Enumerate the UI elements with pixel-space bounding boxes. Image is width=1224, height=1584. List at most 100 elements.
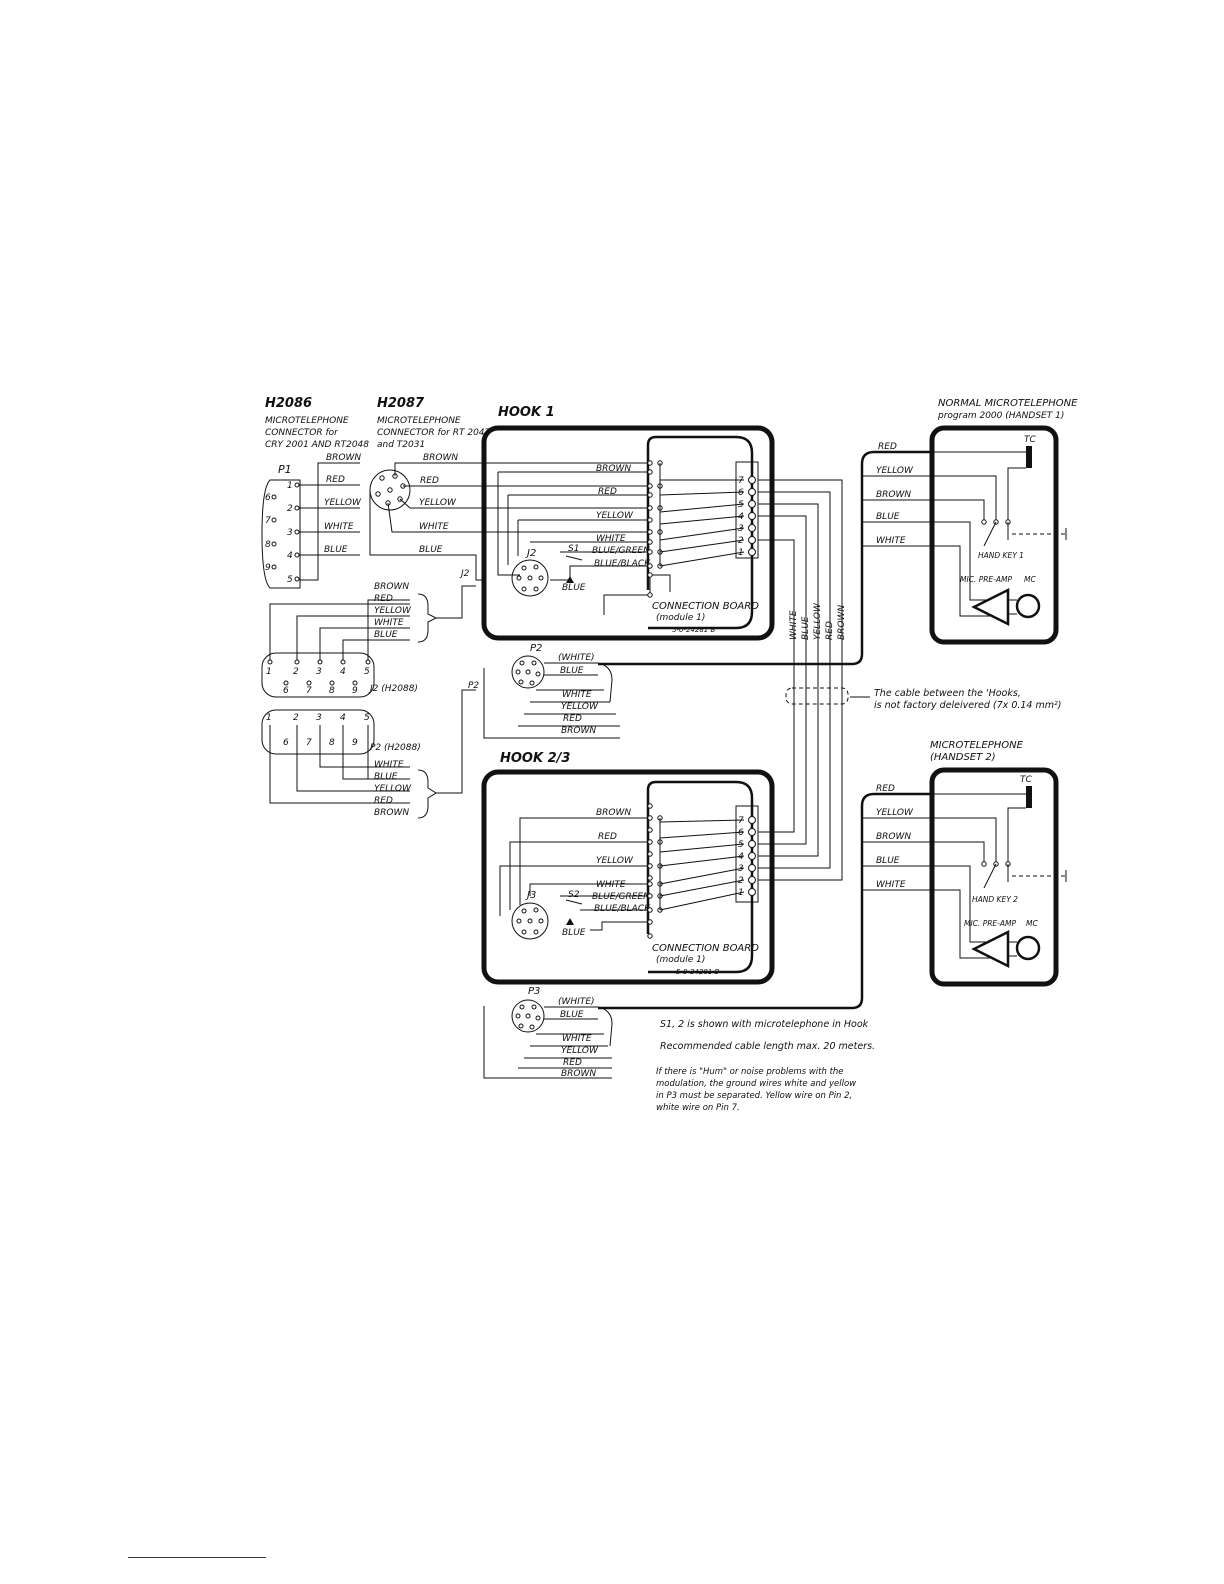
hook1-plug-pins [515, 660, 541, 686]
hook1-plug-wire-yellow: YELLOW [561, 702, 599, 712]
handset1-wire-brown: BROWN [876, 490, 911, 500]
hook23-wire-label-yellow: YELLOW [596, 856, 634, 866]
hook23-wire-label-red: RED [598, 832, 617, 842]
hook23-handset-cable [598, 792, 932, 1010]
h2087-wire-label-yellow: YELLOW [419, 498, 457, 508]
handset1-mic-links [1008, 599, 1017, 615]
cable-callout-marker [785, 687, 849, 705]
hook23-plug-wire-red: RED [563, 1058, 582, 1068]
j2-tag: J2 [459, 569, 470, 579]
hook23-plug-wire-brown: BROWN [561, 1069, 596, 1079]
p1-pin-2: 2 [287, 504, 293, 514]
hook23-enclosure [481, 769, 775, 985]
handset2-wire-blue: BLUE [876, 856, 900, 866]
hook1-jack-label: J2 [525, 548, 536, 559]
j2-wire-label-brown: BROWN [374, 582, 409, 592]
hook23-terminal-5: 5 [738, 840, 744, 850]
handset1-enclosure [929, 425, 1059, 645]
footnote-rule [128, 1557, 266, 1558]
hook23-wire-label-blue-black: BLUE/BLACK [594, 904, 651, 914]
handset1-mic-icon [1015, 593, 1041, 619]
hook1-enclosure [481, 425, 775, 641]
hook23-wire-label-white: WHITE [596, 880, 626, 890]
j2-wire-white [342, 639, 410, 660]
j2-pin-3: 3 [316, 667, 322, 677]
hook1-plug-body [511, 655, 545, 689]
handset2: MICROTELEPHONE (HANDSET 2) RED YELLOW BR… [876, 740, 1067, 987]
hook23-jack-pins [516, 907, 544, 935]
h2087-wire-label-white: WHITE [419, 522, 449, 532]
j2-bundle-line [436, 585, 476, 619]
hook23-terminal-3: 3 [738, 864, 744, 874]
handset1-wire-white: WHITE [876, 536, 906, 546]
p2-wire-label-red: RED [374, 796, 393, 806]
handset2-mic-links [1008, 941, 1017, 957]
hook1-board-name: CONNECTION BOARD [652, 601, 759, 612]
note-cable-length: Recommended cable length max. 20 meters. [660, 1041, 875, 1052]
h2087-wire-blue [369, 490, 484, 581]
handset2-subtitle: (HANDSET 2) [930, 752, 996, 763]
j2-pin-9: 9 [352, 686, 358, 696]
h2087-title: H2087 [377, 396, 425, 411]
h2086-connector: H2086 MICROTELEPHONE CONNECTOR for CRY 2… [261, 396, 369, 589]
hook1-wire-label-white: WHITE [596, 534, 626, 544]
p1-pin-3: 3 [287, 528, 293, 538]
hook1-plug-loop [597, 662, 613, 703]
hook1-terminal-strip [735, 461, 759, 559]
hook1-jack-pins [516, 564, 544, 592]
p1-label: P1 [278, 463, 292, 476]
p2-pin-4: 4 [340, 713, 346, 723]
h2086-desc-1: MICROTELEPHONE [265, 416, 349, 426]
hook23-terminal-4: 4 [738, 852, 744, 862]
hook23-p3-plug: P3 (WHITE) BLUE WHITE YELLOW RED BROWN [483, 986, 613, 1079]
j2-pin-4: 4 [340, 667, 346, 677]
handset1-earpiece-icon [1026, 446, 1032, 468]
h2086-desc-2: CONNECTOR for [265, 428, 339, 438]
hook23-plug-body [511, 999, 545, 1033]
j2-pin-dots [267, 659, 371, 686]
hook23-terminal-1: 1 [738, 888, 744, 898]
handset1-wire-yellow: YELLOW [876, 466, 914, 476]
j2-wire-brace [417, 593, 438, 643]
j2-wire-yellow [319, 627, 410, 660]
hook23-terminals [748, 816, 756, 896]
hook1-board-module: (module 1) [656, 613, 705, 623]
handset2-wire-yellow: YELLOW [876, 808, 914, 818]
p1-pin-7: 7 [265, 516, 271, 526]
p2-wire-brace [417, 769, 437, 819]
p2-wire-blue [342, 725, 410, 780]
h2086-wire-label-red: RED [326, 475, 345, 485]
notes: S1, 2 is shown with microtelephone in Ho… [656, 1019, 875, 1113]
hook23-j3-wires [499, 817, 650, 916]
cable-white [758, 539, 795, 833]
handset1-hand-key-label: HAND KEY 1 [978, 551, 1024, 560]
h2087-pin-dots [375, 473, 406, 506]
handset1-preamp-triangle-icon [971, 587, 1010, 627]
hook23-terminal-2: 2 [738, 876, 744, 886]
handset1-hand-key-switch [983, 521, 1009, 547]
h2087-wire-white [387, 502, 484, 533]
hook23-wire-label-blue-green: BLUE/GREEN [592, 892, 650, 902]
p2-wire-label-brown: BROWN [374, 808, 409, 818]
j2-pin-5: 5 [364, 667, 370, 677]
j2-pin-2: 2 [293, 667, 299, 677]
cable-note-1: The cable between the 'Hooks, [874, 688, 1021, 699]
hook23-jack-j3 [511, 902, 549, 940]
j2-pin-6: 6 [283, 686, 289, 696]
h2087-wire-label-red: RED [420, 476, 439, 486]
j2-wire-blue [367, 599, 410, 660]
hook23-plug-wire-white: WHITE [562, 1034, 592, 1044]
hook23-board-outline [646, 780, 754, 974]
hook1-terminal-1: 1 [738, 548, 744, 558]
h2087-connector: H2087 MICROTELEPHONE CONNECTOR for RT 20… [369, 396, 491, 581]
j2-wire-brown [269, 603, 410, 660]
hook23-plug-wire-blue: BLUE [560, 1010, 584, 1020]
inter-hook-cable: WHITE BLUE YELLOW RED BROWN The cable be… [758, 479, 1062, 881]
p2-wire-label-yellow: YELLOW [374, 784, 412, 794]
hook1-wire-label-yellow: YELLOW [596, 511, 634, 521]
hook1-j2-red [507, 494, 650, 565]
h2087-desc-2: CONNECTOR for RT 2047 [377, 428, 491, 438]
handset2-hand-key-label: HAND KEY 2 [972, 895, 1018, 904]
p2-pin-7: 7 [306, 738, 312, 748]
p1-pin-1: 1 [287, 481, 293, 491]
